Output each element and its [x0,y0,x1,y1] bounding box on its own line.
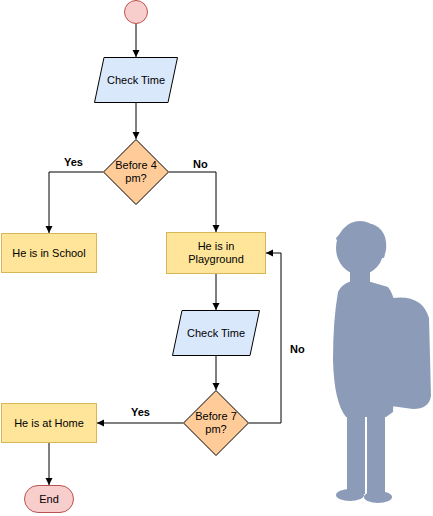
node-text: Check Time [187,327,245,340]
leg-shape [347,412,365,494]
foot-shape [336,489,364,501]
edge-label: Yes [131,406,150,418]
flow-connector [136,103,137,139]
node-text: End [39,493,59,506]
decision-diamond-outline [104,140,169,205]
edge-label: Yes [64,156,83,168]
neck-shape [350,266,370,286]
child-silhouette [333,221,431,503]
foot-shape [364,491,392,503]
terminal-end: End [24,485,74,513]
torso-shape [333,280,396,417]
decision-diamond: Before 4 pm? [103,139,169,205]
node-text: Check Time [107,74,165,87]
flow-connector [216,356,217,390]
node-text: Before 4 pm? [114,159,158,185]
edge-label: No [290,343,305,355]
input-output: Check Time [172,310,260,356]
decision-diamond: Before 7 pm? [183,390,249,456]
start-circle [125,1,148,24]
node-text: He is in Playground [180,240,252,266]
flow-connector [97,423,183,424]
node-text: He is in School [12,247,85,260]
backpack-shape [391,297,431,409]
process-box: He is in School [1,233,97,273]
decision-diamond-outline [184,391,249,456]
process-box: He is in Playground [166,232,266,274]
head-shape [336,221,384,275]
process-box: He is at Home [1,403,97,443]
flow-connector [216,274,217,310]
flow-connector [49,443,50,485]
cap-shape [336,224,386,258]
input-output: Check Time [94,57,178,103]
start-line [136,24,137,57]
edge-label: No [193,158,208,170]
leg-shape [367,412,385,496]
input-output-outline [173,311,260,356]
node-text: Before 7 pm? [194,410,238,436]
flow-connector [249,253,281,423]
input-output-outline [95,58,178,103]
node-text: He is at Home [14,417,84,430]
flow-connector [49,172,103,233]
flow-connector [169,172,216,232]
